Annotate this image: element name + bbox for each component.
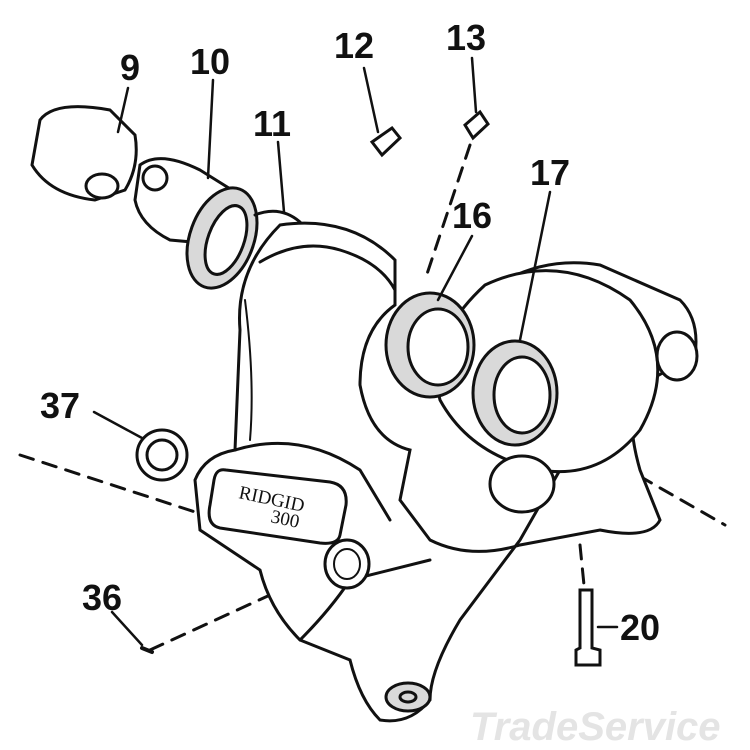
- leader-36: [110, 610, 144, 647]
- part-12-fitting: [369, 125, 403, 158]
- leader-37: [92, 410, 144, 440]
- callout-20: 20: [620, 607, 660, 648]
- part-11-flange: [253, 209, 302, 224]
- callout-9: 9: [120, 47, 140, 88]
- foot-boss: [384, 681, 432, 713]
- axis-line-36: [148, 593, 272, 652]
- part-13-fitting: [463, 109, 490, 141]
- collar-hole: [141, 164, 169, 192]
- housing-lower-edge: [233, 441, 392, 522]
- callout-17: 17: [530, 152, 570, 193]
- bearing-16-inner: [406, 307, 470, 387]
- part-10-collar: [133, 157, 259, 290]
- leader-17: [518, 190, 552, 342]
- callout-12: 12: [334, 25, 374, 66]
- housing-top-edge: [258, 244, 397, 292]
- fitting-13-body: [463, 109, 490, 141]
- leader-16: [436, 234, 474, 302]
- leader-11: [276, 140, 286, 214]
- leader-12: [362, 66, 380, 134]
- leader-10: [206, 78, 215, 180]
- washer-37-inner: [145, 438, 179, 472]
- nameplate: RIDGID 300: [207, 468, 348, 545]
- axis-line-13: [423, 143, 472, 282]
- leader-lines: [92, 56, 619, 647]
- collar-ring-inner: [203, 204, 249, 276]
- part-9-sleeve: [30, 105, 138, 202]
- side-boss-bore: [333, 548, 361, 580]
- axis-line-left: [18, 453, 237, 527]
- part-16-bearing: [384, 291, 476, 399]
- nameplate-frame: [207, 468, 348, 545]
- plate-hole-upper: [655, 330, 699, 382]
- fitting-12-body: [369, 125, 403, 158]
- housing-shade-line: [244, 299, 253, 441]
- callout-13: 13: [446, 17, 486, 58]
- foot-hole: [398, 690, 418, 704]
- callout-36: 36: [82, 577, 122, 618]
- bolt-20-body: [574, 588, 602, 667]
- watermark-text: TradeService: [470, 705, 721, 749]
- part-36-pin: [140, 646, 154, 654]
- side-boss: [323, 538, 371, 590]
- callout-10: 10: [190, 41, 230, 82]
- callout-11: 11: [253, 103, 291, 144]
- leader-9: [116, 86, 130, 134]
- sleeve-hole: [84, 172, 120, 200]
- leader-13: [470, 56, 478, 114]
- callout-labels: 9 10 11 12 13 16 17 20 36 37: [40, 17, 660, 648]
- part-37-washer: [135, 428, 189, 482]
- plate-hole-lower: [488, 454, 556, 514]
- part-20-bolt: [574, 588, 602, 667]
- callout-16: 16: [452, 195, 492, 236]
- callout-37: 37: [40, 385, 80, 426]
- bearing-17-inner: [492, 355, 552, 435]
- axis-line-20: [578, 543, 587, 597]
- part-17-bearing: [471, 339, 559, 447]
